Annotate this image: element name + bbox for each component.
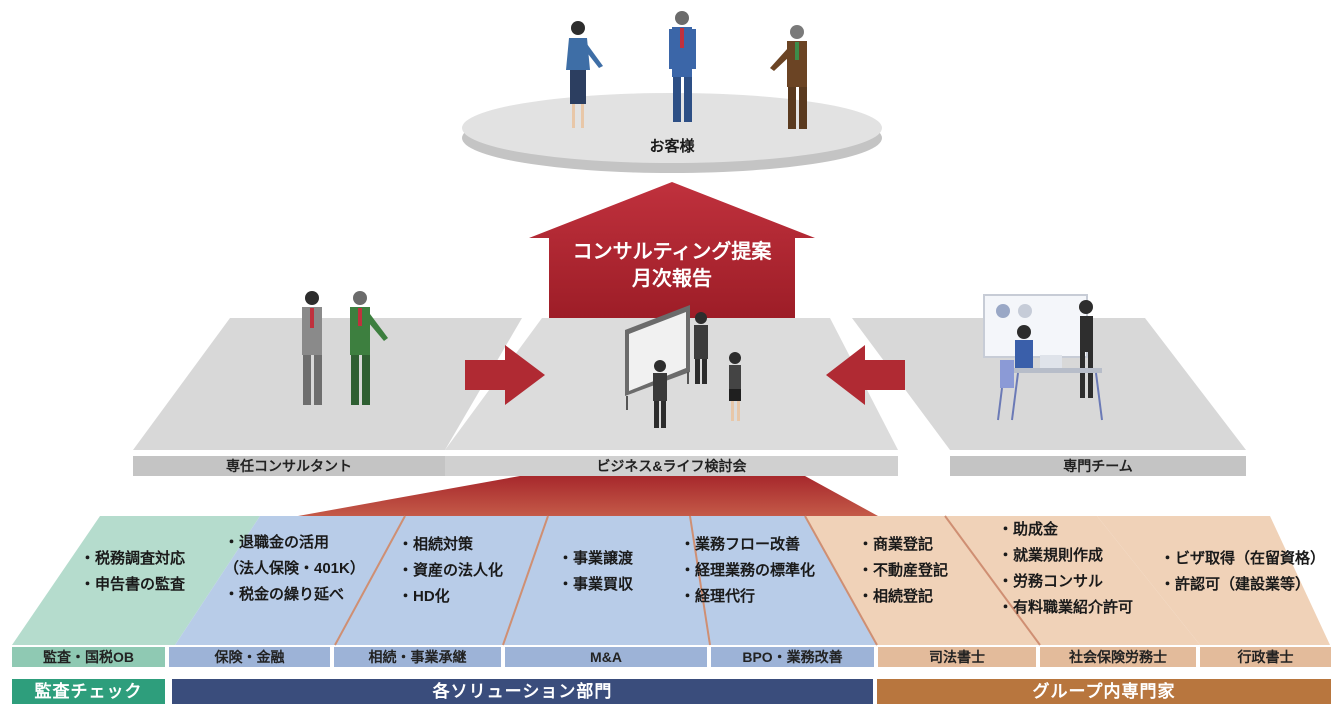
platform-center-label: ビジネス&ライフ検討会 [596,458,747,474]
arrow-right-icon [465,345,545,405]
solution-labor-items: ・助成金 ・就業規則作成 ・労務コンサル ・有料職業紹介許可 [998,517,1133,621]
strip-labor [1040,647,1196,667]
customer-man-right-icon [770,25,807,129]
list-item: ・業務フロー改善 [680,536,801,553]
list-item: （法人保険・401K） [224,560,365,577]
list-item: ・労務コンサル [998,573,1104,590]
category-bpo-label: BPO・業務改善 [742,649,843,665]
list-item: ・退職金の活用 [224,534,330,551]
list-item: ・助成金 [998,521,1059,538]
category-admin-label: 行政書士 [1237,649,1294,665]
strip-inheritance [334,647,501,667]
list-item: ・ビザ取得（在留資格） [1160,550,1326,567]
footer-group-label: グループ内専門家 [1032,682,1176,701]
consultant-green-icon [350,291,388,405]
platform-right-label: 専門チーム [1063,458,1133,474]
center-label-strip [445,456,898,476]
solution-bpo-items: ・業務フロー改善 ・経理業務の標準化 ・経理代行 [680,532,815,610]
customer-woman-icon [566,21,603,128]
panel-insurance [175,516,405,645]
footer-solutions-bar [172,679,873,704]
solution-insurance-items: ・退職金の活用 （法人保険・401K） ・税金の繰り延べ [224,530,365,608]
list-item: ・資産の法人化 [398,562,504,579]
panel-bpo [690,516,877,645]
meeting-board-icon [625,305,690,410]
center-platform [445,318,898,450]
solution-admin-items: ・ビザ取得（在留資格） ・許認可（建設業等） [1160,546,1325,598]
customer-platform [462,93,882,173]
footer-solutions-label: 各ソリューション部門 [432,682,613,701]
meeting-people-icon [653,312,741,428]
list-item: ・相続対策 [398,536,474,553]
list-item: ・税務調査対応 [80,550,186,567]
list-item: ・税金の繰り延べ [224,586,345,603]
solution-ma-items: ・事業譲渡 ・事業買収 [558,546,633,598]
panel-dividers [334,515,1041,646]
footer-group-bar [877,679,1331,704]
list-item: ・事業買収 [558,576,634,593]
strip-judicial [878,647,1036,667]
solution-judicial-items: ・商業登記 ・不動産登記 ・相続登記 [858,532,948,610]
panel-labor [945,516,1200,645]
list-item: ・申告書の監査 [80,576,186,593]
category-labor-label: 社会保険労務士 [1069,649,1167,665]
arrow-text-line2: 月次報告 [632,268,712,290]
list-item: ・経理業務の標準化 [680,562,816,579]
customer-label: お客様 [649,138,695,155]
list-item: ・相続登記 [858,588,934,605]
panel-judicial [805,516,1040,645]
panel-admin [1097,516,1330,645]
category-inheritance-label: 相続・事業承継 [368,649,467,665]
strip-audit [12,647,165,667]
strip-ma [505,647,707,667]
solution-fan [298,476,878,516]
strip-admin [1200,647,1331,667]
list-item: ・事業譲渡 [558,550,634,567]
upward-arrow [529,182,815,318]
list-item: ・不動産登記 [858,562,949,579]
customer-man-center-icon [669,11,696,122]
right-platform [852,318,1246,450]
list-item: ・就業規則作成 [998,547,1104,564]
list-item: ・許認可（建設業等） [1160,576,1311,593]
footer-audit-label: 監査チェック [34,682,143,701]
panel-audit [12,516,260,645]
list-item: ・有料職業紹介許可 [998,599,1134,616]
solution-audit-items: ・税務調査対応 ・申告書の監査 [80,546,185,598]
footer-audit-bar [12,679,165,704]
category-insurance-label: 保険・金融 [214,649,285,665]
left-platform [133,318,522,450]
category-ma-label: M&A [590,649,622,665]
platform-left-label: 専任コンサルタント [226,458,352,474]
presentation-board-icon [983,294,1088,358]
category-judicial-label: 司法書士 [929,649,985,665]
consultant-gray-icon [302,291,322,405]
arrow-text-line1: コンサルティング提案 [572,241,772,263]
left-label-strip [133,456,445,476]
strip-insurance [169,647,330,667]
strip-bpo [711,647,874,667]
list-item: ・HD化 [398,588,450,605]
team-people-icon [997,300,1103,421]
solution-inheritance-items: ・相続対策 ・資産の法人化 ・HD化 [398,532,503,610]
list-item: ・商業登記 [858,536,934,553]
arrow-left-icon [826,345,905,405]
category-audit-label: 監査・国税OB [43,649,134,665]
panel-ma [503,516,710,645]
list-item: ・経理代行 [680,588,756,605]
right-label-strip [950,456,1246,476]
